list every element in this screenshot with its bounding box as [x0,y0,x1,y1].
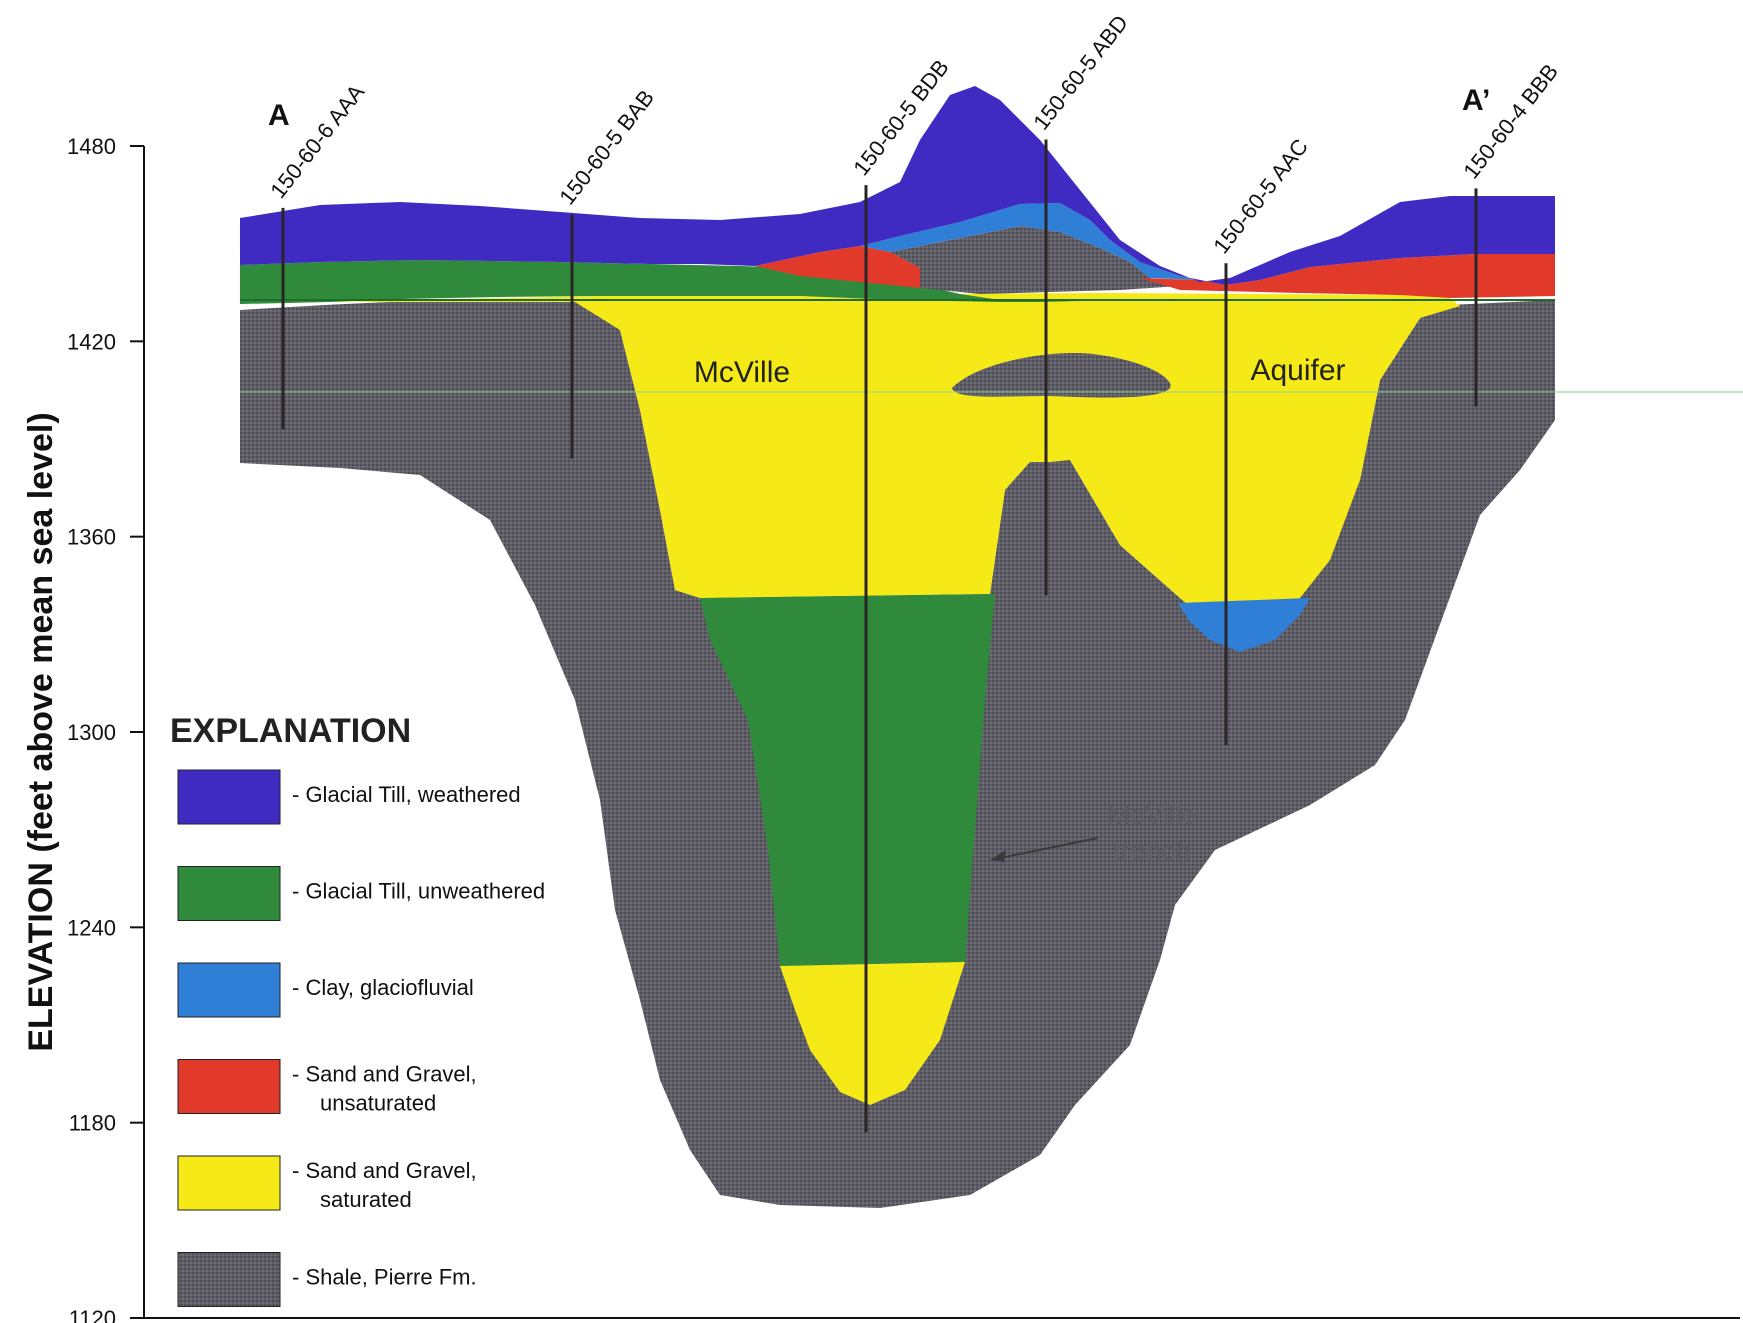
legend-label: - Glacial Till, weathered [292,782,521,807]
well-label: 150-60-5 BAB [554,85,659,209]
legend-swatch [178,1156,280,1210]
legend-title: EXPLANATION [170,712,411,750]
legend-label: - Sand and Gravel, [292,1158,477,1183]
trench-annotation-line1: McVille [1107,799,1197,830]
well-label: 150-60-6 AAA [265,79,369,203]
well-label: 150-60-5 ABD [1028,10,1133,134]
y-tick-label: 1420 [67,329,116,354]
well-label: 150-60-5 AAC [1208,134,1313,258]
y-ticks: 1480 1420 1360 1300 1240 1180 1120 [67,134,144,1323]
aquifer-label-left: McVille [694,356,790,389]
legend-label-continued: unsaturated [320,1091,436,1116]
legend-label-continued: saturated [320,1187,412,1212]
y-tick-label: 1120 [69,1306,116,1323]
legend-swatch [178,963,280,1017]
geologic-layers [240,86,1743,1208]
y-tick-label: 1180 [69,1111,116,1136]
legend-items: - Glacial Till, weathered - Glacial Till,… [178,770,545,1307]
legend-swatch [178,867,280,921]
legend-label: - Clay, glaciofluvial [292,975,474,1000]
legend-swatch [178,1253,280,1307]
y-axis-label: ELEVATION (feet above mean sea level) [22,412,60,1051]
y-tick-label: 1360 [67,525,116,550]
legend-label: - Sand and Gravel, [292,1062,477,1087]
aquifer-label-right: Aquifer [1250,354,1345,387]
legend-swatch [178,770,280,824]
legend-swatch [178,1060,280,1114]
trench-annotation-line2: trench [1113,835,1191,866]
y-tick-label: 1300 [67,720,116,745]
y-tick-label: 1480 [67,134,116,159]
section-end-left: A [268,99,290,132]
section-end-right: A’ [1462,84,1490,117]
well-label: 150-60-4 BBB [1458,59,1563,183]
legend: EXPLANATION - Glacial Till, weathered- G… [170,712,545,1307]
legend-label: - Glacial Till, unweathered [292,879,545,904]
y-tick-label: 1240 [67,915,116,940]
legend-label: - Shale, Pierre Fm. [292,1265,477,1290]
